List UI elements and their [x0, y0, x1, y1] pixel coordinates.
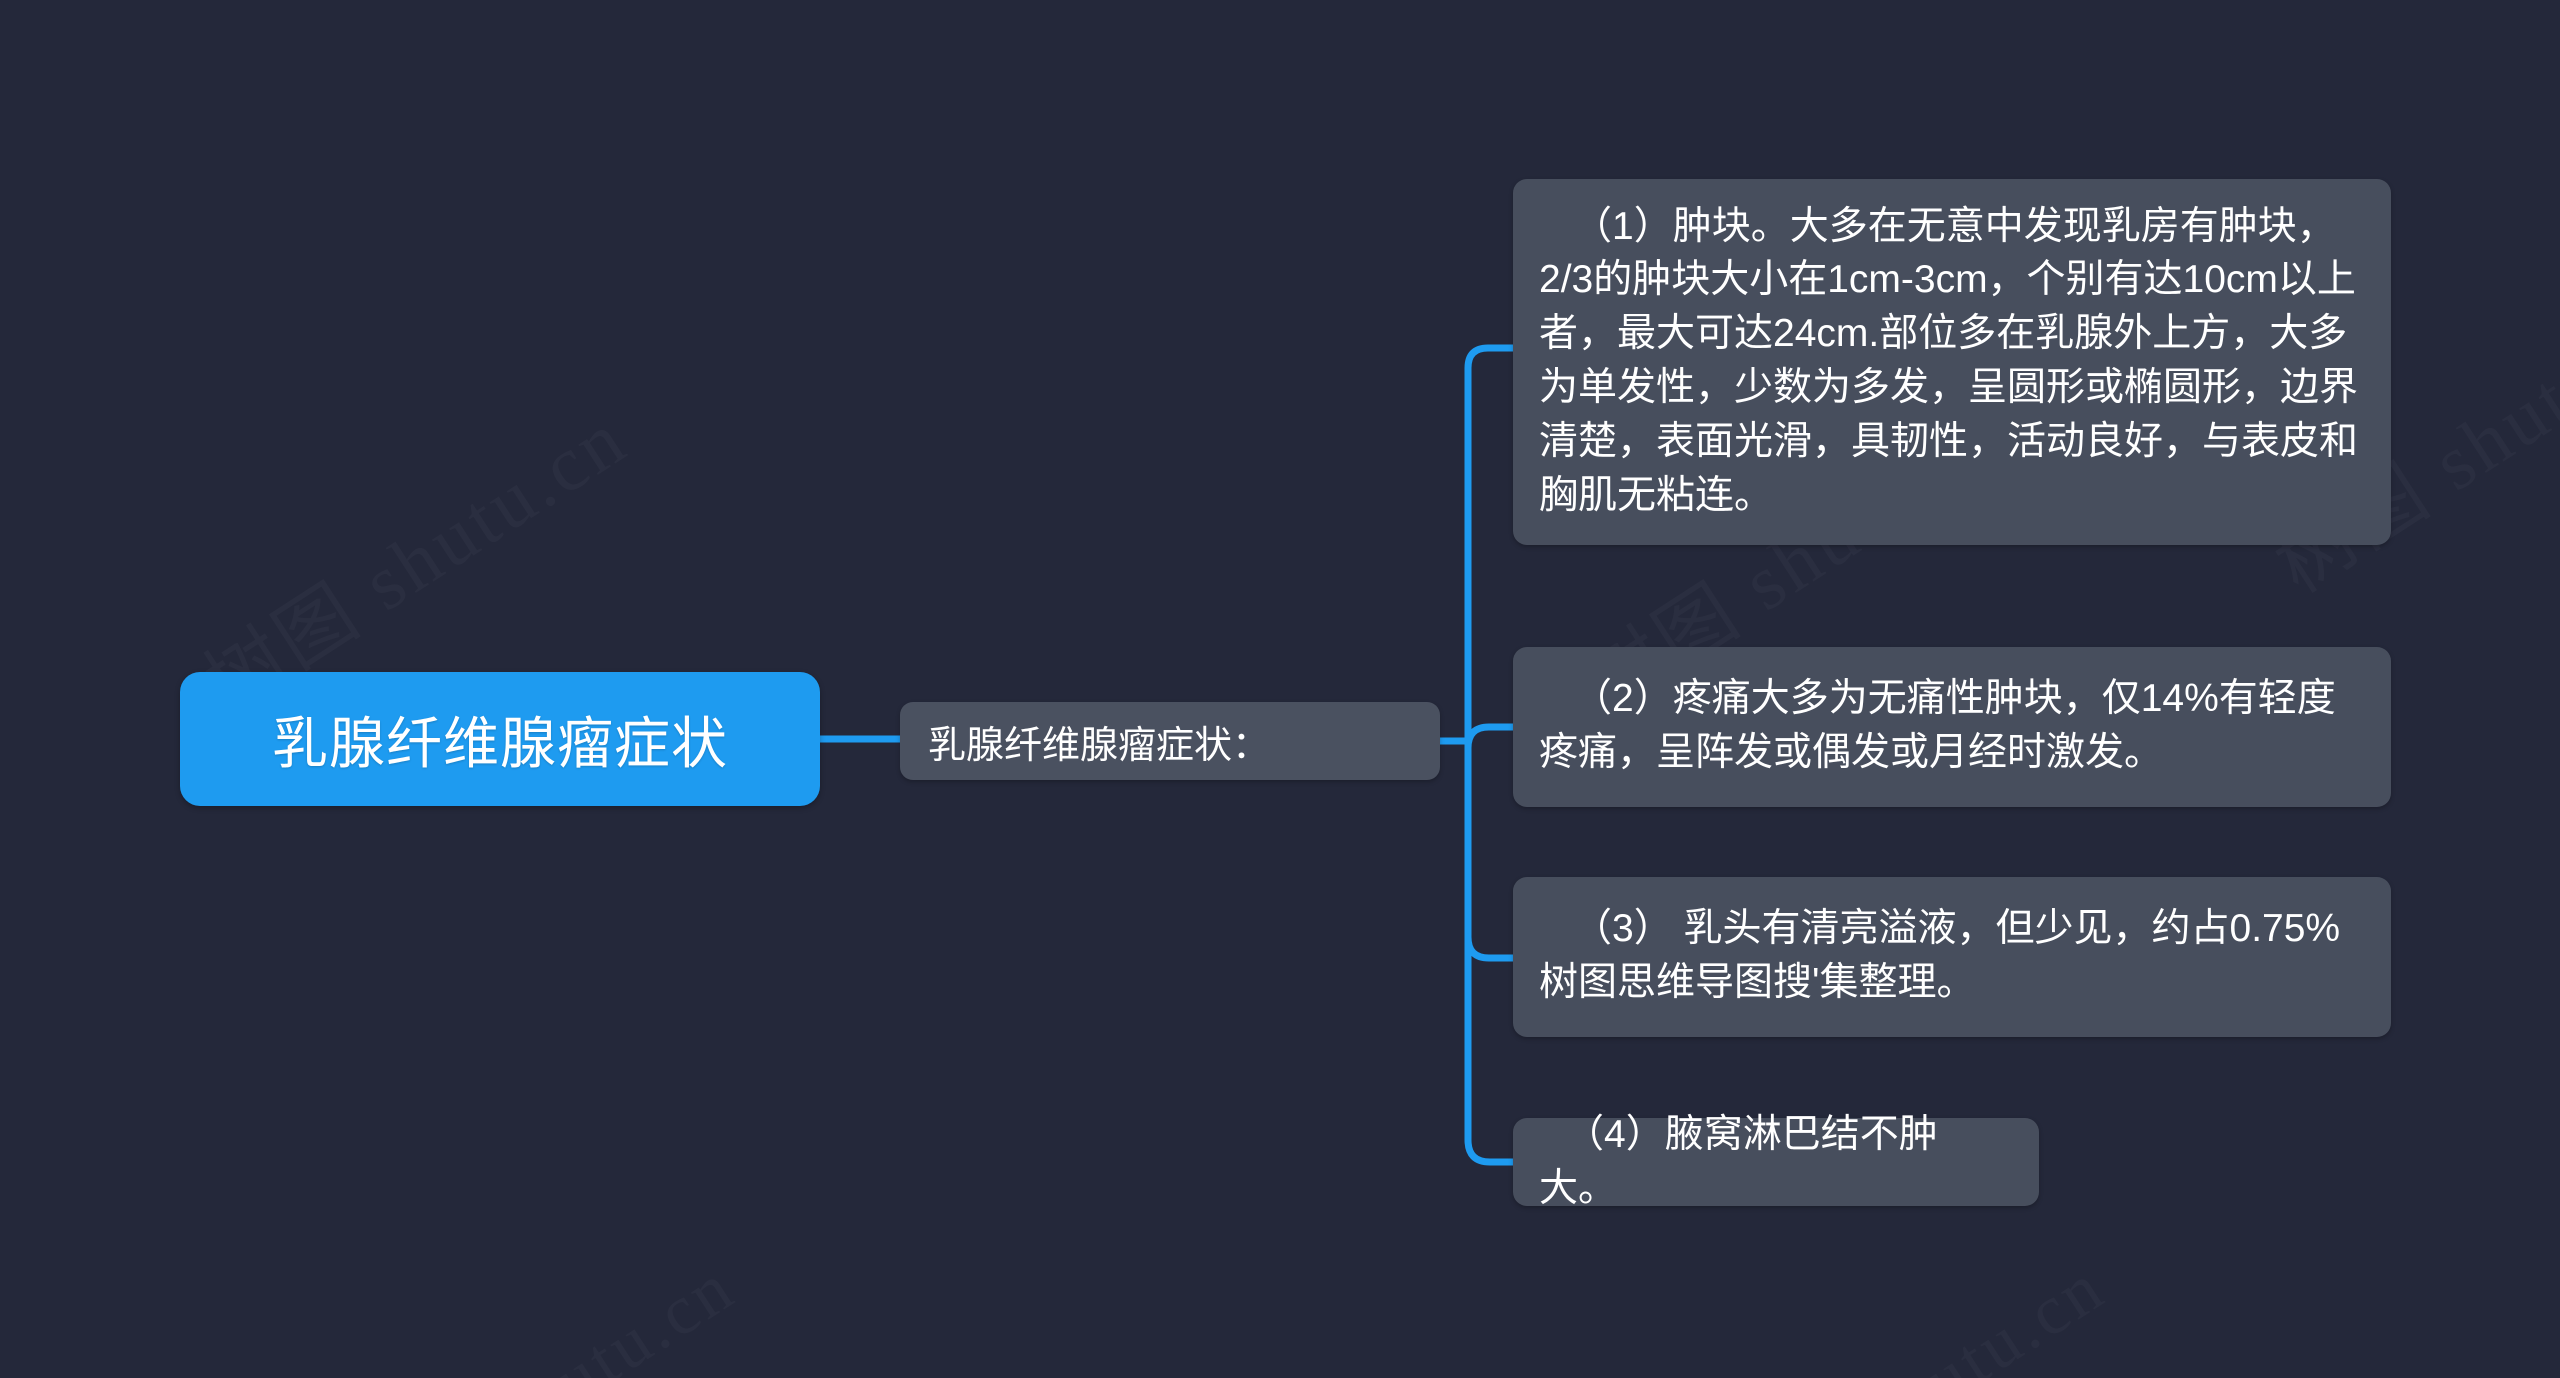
connector-to-leaf-4 — [1464, 1136, 1517, 1166]
root-node[interactable]: 乳腺纤维腺瘤症状 — [180, 672, 820, 806]
connector-to-leaf-1 — [1464, 344, 1517, 384]
leaf-node-3[interactable]: （3） 乳头有清亮溢液，但少见，约占0.75%树图思维导图搜'集整理。 — [1513, 877, 2391, 1037]
watermark-text: 树图 shutu.cn — [330, 1232, 751, 1378]
leaf-node-2-label: （2）疼痛大多为无痛性肿块，仅14%有轻度疼痛，呈阵发或偶发或月经时激发。 — [1539, 677, 2336, 774]
branch-node-label: 乳腺纤维腺瘤症状： — [928, 724, 1271, 767]
leaf-node-2[interactable]: （2）疼痛大多为无痛性肿块，仅14%有轻度疼痛，呈阵发或偶发或月经时激发。 — [1513, 647, 2391, 807]
connector-to-leaf-2 — [1464, 723, 1517, 752]
leaf-node-1-label: （1）肿块。大多在无意中发现乳房有肿块，2/3的肿块大小在1cm-3cm，个别有… — [1539, 204, 2359, 517]
leaf-node-1[interactable]: （1）肿块。大多在无意中发现乳房有肿块，2/3的肿块大小在1cm-3cm，个别有… — [1513, 179, 2391, 545]
connector-to-leaf-3 — [1464, 933, 1517, 962]
leaf-node-3-label: （3） 乳头有清亮溢液，但少见，约占0.75%树图思维导图搜'集整理。 — [1539, 907, 2341, 1004]
leaf-node-4-label: （4）腋窝淋巴结不肿大。 — [1539, 1113, 1938, 1210]
watermark-text: 树图 shutu.cn — [1700, 1232, 2121, 1378]
leaf-node-4[interactable]: （4）腋窝淋巴结不肿大。 — [1513, 1113, 2039, 1210]
branch-node[interactable]: 乳腺纤维腺瘤症状： — [900, 702, 1440, 780]
root-node-label: 乳腺纤维腺瘤症状 — [272, 711, 728, 775]
